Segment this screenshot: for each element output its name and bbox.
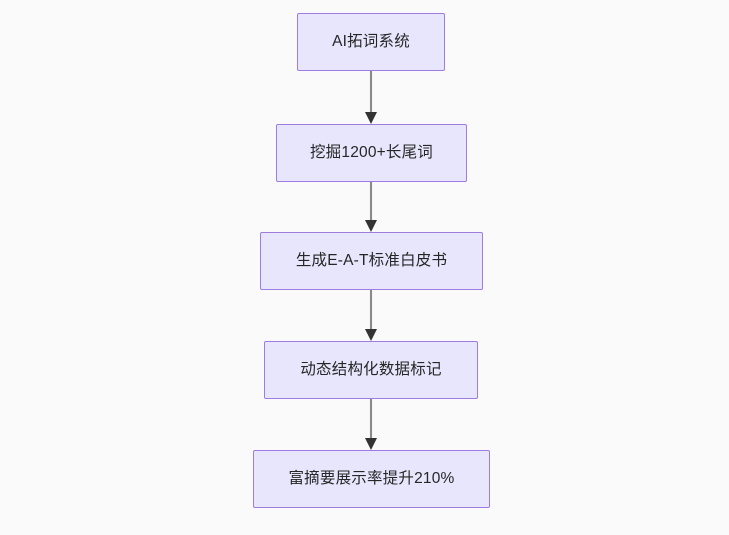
arrowhead-icon xyxy=(365,220,377,232)
flowchart-node-generate-eat-whitepaper[interactable]: 生成E-A-T标准白皮书 xyxy=(260,232,483,290)
edge-node1-to-node2 xyxy=(365,70,377,124)
flowchart-node-label: AI拓词系统 xyxy=(332,32,410,50)
flowchart-node-label: 生成E-A-T标准白皮书 xyxy=(295,251,448,269)
flowchart-node-label: 挖掘1200+长尾词 xyxy=(309,143,434,161)
edge-node4-to-node5 xyxy=(365,397,377,450)
flowchart-node-dynamic-structured-data-markup[interactable]: 动态结构化数据标记 xyxy=(264,341,478,399)
flowchart-node-label: 富摘要展示率提升210% xyxy=(288,469,455,487)
flowchart-node-mine-longtail-keywords[interactable]: 挖掘1200+长尾词 xyxy=(276,124,467,182)
arrowhead-icon xyxy=(365,112,377,124)
flowchart-node-ai-keyword-system[interactable]: AI拓词系统 xyxy=(297,13,445,71)
flowchart-node-rich-snippet-impression-lift[interactable]: 富摘要展示率提升210% xyxy=(253,450,490,508)
arrowhead-icon xyxy=(365,438,377,450)
flowchart-node-label: 动态结构化数据标记 xyxy=(300,360,442,378)
edge-node2-to-node3 xyxy=(365,181,377,232)
edge-node3-to-node4 xyxy=(365,289,377,341)
arrowhead-icon xyxy=(365,329,377,341)
